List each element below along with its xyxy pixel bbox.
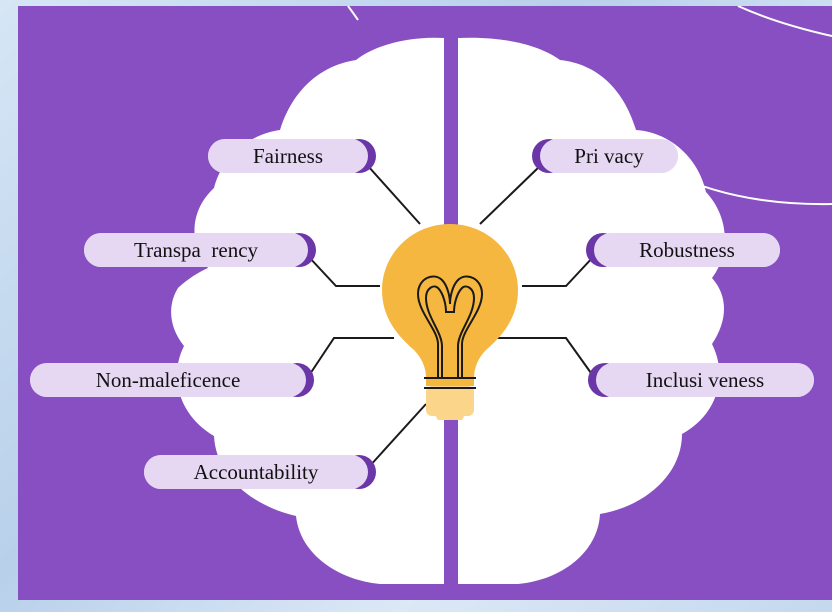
- principle-non-maleficence: Non-maleficence: [30, 363, 314, 397]
- connector-robustness: [522, 255, 595, 287]
- brain-right-hemisphere: [458, 37, 725, 584]
- lightbulb-icon: [382, 224, 518, 420]
- principle-fairness: Fairness: [208, 139, 376, 173]
- principle-robustness: Robustness: [586, 233, 780, 267]
- bulb-base-bottom: [432, 410, 468, 420]
- label-privacy: Pri vacy: [574, 143, 644, 168]
- connector-fairness: [367, 165, 421, 225]
- label-inclusiveness: Inclusi veness: [645, 367, 765, 392]
- bulb-filament: [416, 275, 484, 378]
- bulb-glass: [382, 224, 518, 386]
- label-robustness: Robustness: [639, 237, 735, 262]
- connector-accountability: [367, 403, 427, 469]
- connector-privacy: [479, 165, 541, 225]
- decorative-curve: [737, 6, 832, 37]
- connector-inclusiveness: [492, 337, 597, 381]
- principle-inclusiveness: Inclusi veness: [588, 363, 814, 397]
- label-transparency: Transpa rency: [133, 237, 259, 262]
- principle-transparency: Transpa rency: [84, 233, 316, 267]
- principle-privacy: Pri vacy: [532, 139, 678, 173]
- principle-accountability: Accountability: [144, 455, 376, 489]
- connector-lines: [305, 165, 597, 469]
- brain-diagram: [171, 6, 832, 584]
- connector-non-maleficence: [305, 337, 394, 381]
- bulb-base: [426, 386, 474, 416]
- decorative-curve: [347, 6, 359, 21]
- label-non-maleficence: Non-maleficence: [95, 367, 241, 392]
- diagram-canvas: Fairness Transpa rency Non-maleficence A…: [18, 6, 832, 600]
- label-fairness: Fairness: [253, 143, 323, 168]
- label-accountability: Accountability: [193, 459, 319, 484]
- connector-transparency: [307, 255, 380, 287]
